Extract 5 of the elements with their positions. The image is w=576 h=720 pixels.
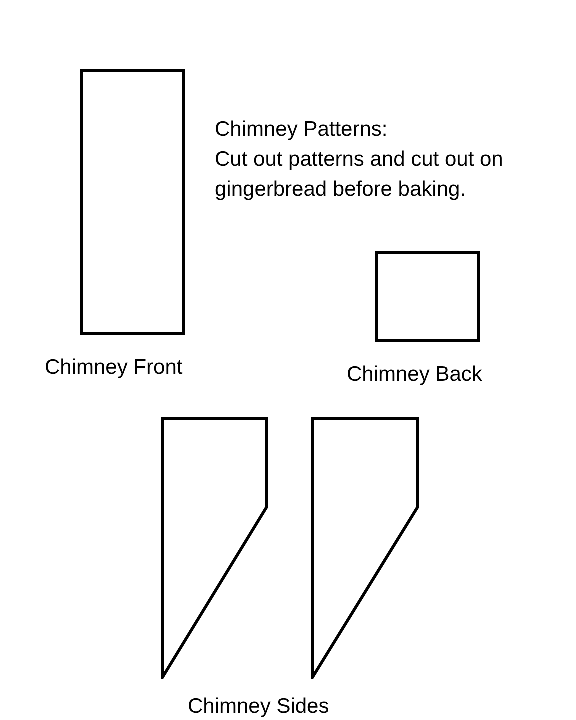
pattern-caption: Chimney Sides: [188, 694, 330, 720]
pattern-caption: Chimney Back: [347, 362, 482, 388]
instruction-text: Cut out patterns and cut out on gingerbread before baking.: [215, 147, 504, 203]
heading: Chimney Patterns:: [215, 117, 388, 143]
pattern-caption: Chimney Front: [45, 355, 183, 381]
